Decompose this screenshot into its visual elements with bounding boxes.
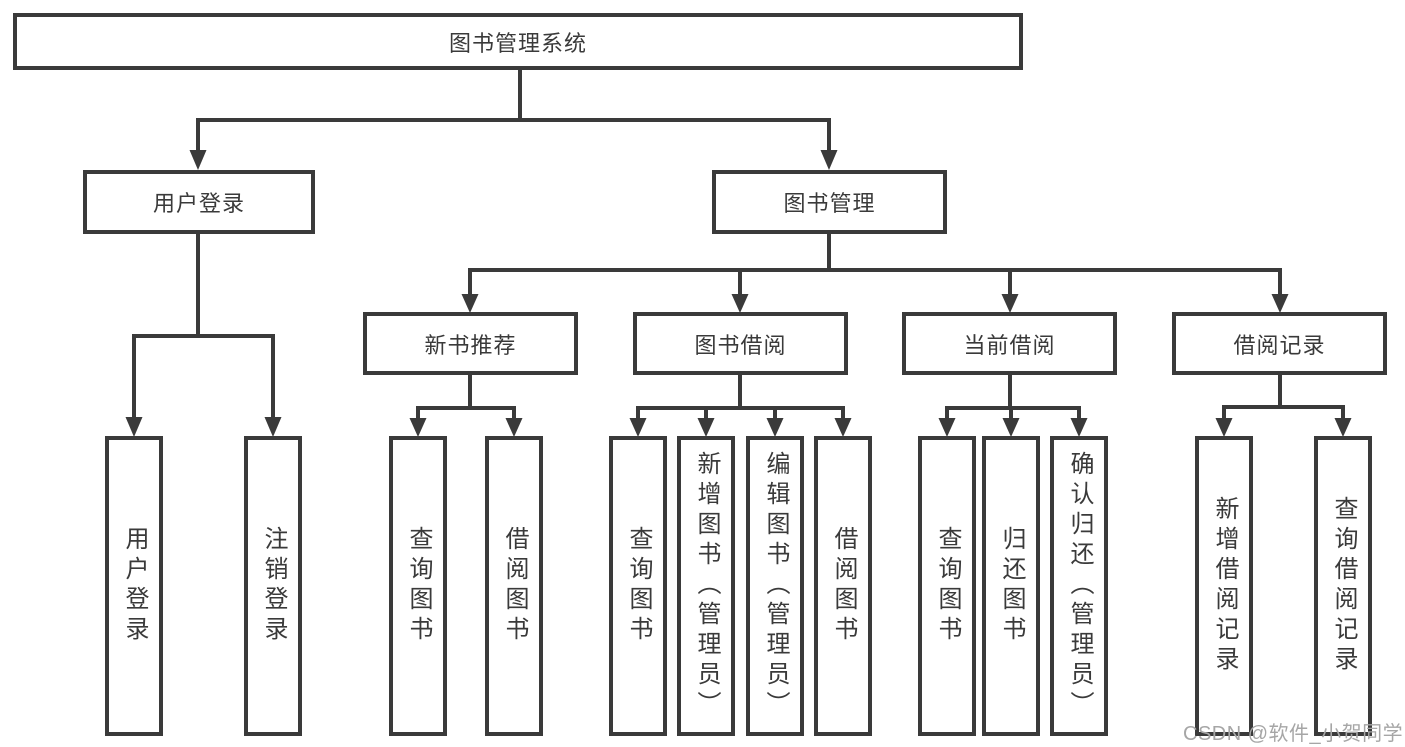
node-leaf-add-borrow-record: 新增借阅记录 [1195,436,1253,736]
node-label: 注销登录 [260,526,287,646]
node-label: 查询图书 [625,526,652,646]
node-current-borrow: 当前借阅 [902,312,1117,375]
node-leaf-logout: 注销登录 [244,436,302,736]
node-label: 借阅图书 [501,526,528,646]
node-label: 归还图书 [998,526,1025,646]
node-leaf-borrow-books-recommend: 借阅图书 [485,436,543,736]
node-label: 查询借阅记录 [1330,496,1357,676]
node-leaf-borrow-books: 借阅图书 [814,436,872,736]
node-label: 查询图书 [934,526,961,646]
node-label: 图书管理系统 [448,30,587,56]
node-label: 用户登录 [152,191,245,216]
node-leaf-query-borrow-record: 查询借阅记录 [1314,436,1372,736]
node-new-book-recommend: 新书推荐 [363,312,578,375]
node-leaf-confirm-return-admin: 确认归还（管理员） [1050,436,1108,736]
node-leaf-return-books: 归还图书 [982,436,1040,736]
node-label: 新书推荐 [424,332,517,358]
node-library-management-system: 图书管理系统 [13,13,1023,70]
watermark-text: CSDN @软件_小贺同学 [1183,723,1404,745]
node-label: 编辑图书（管理员） [762,451,789,721]
node-label: 查询图书 [405,526,432,646]
node-label: 借阅记录 [1233,332,1326,358]
node-leaf-edit-books-admin: 编辑图书（管理员） [746,436,804,736]
node-label: 新增图书（管理员） [693,451,720,721]
node-book-management: 图书管理 [712,170,947,234]
node-leaf-query-books-recommend: 查询图书 [389,436,447,736]
node-book-borrow: 图书借阅 [633,312,848,375]
node-label: 用户登录 [121,526,148,646]
node-label: 借阅图书 [830,526,857,646]
node-label: 确认归还（管理员） [1066,451,1093,721]
node-leaf-query-books-current: 查询图书 [918,436,976,736]
node-label: 新增借阅记录 [1211,496,1238,676]
node-label: 当前借阅 [963,332,1056,358]
node-user-login-branch: 用户登录 [83,170,315,234]
node-borrow-records: 借阅记录 [1172,312,1387,375]
node-leaf-add-books-admin: 新增图书（管理员） [677,436,735,736]
node-label: 图书管理 [783,191,876,216]
node-label: 图书借阅 [694,332,787,358]
node-leaf-user-login: 用户登录 [105,436,163,736]
node-leaf-query-books-borrow: 查询图书 [609,436,667,736]
